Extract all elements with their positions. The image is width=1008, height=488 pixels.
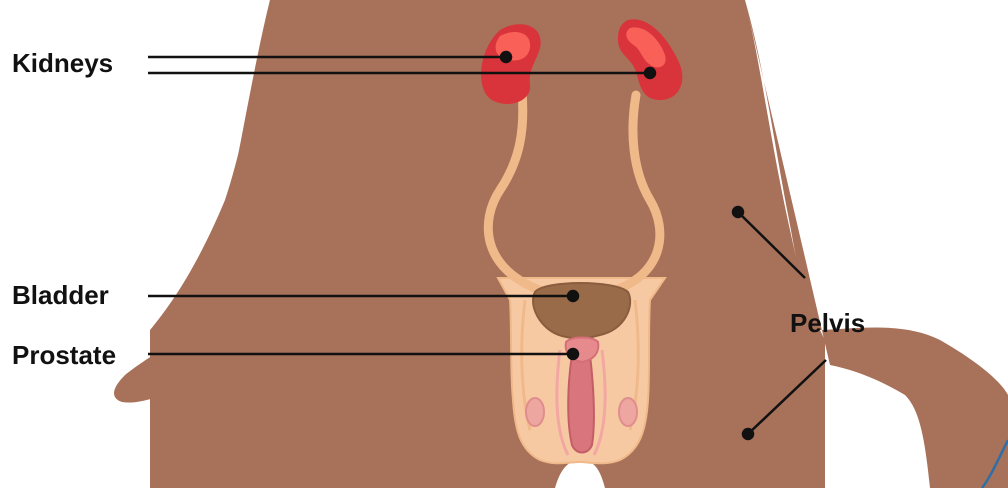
label-prostate: Prostate: [12, 342, 116, 368]
label-pelvis: Pelvis: [790, 310, 865, 336]
label-bladder: Bladder: [12, 282, 109, 308]
urethra: [568, 355, 594, 453]
label-kidneys: Kidneys: [12, 50, 113, 76]
